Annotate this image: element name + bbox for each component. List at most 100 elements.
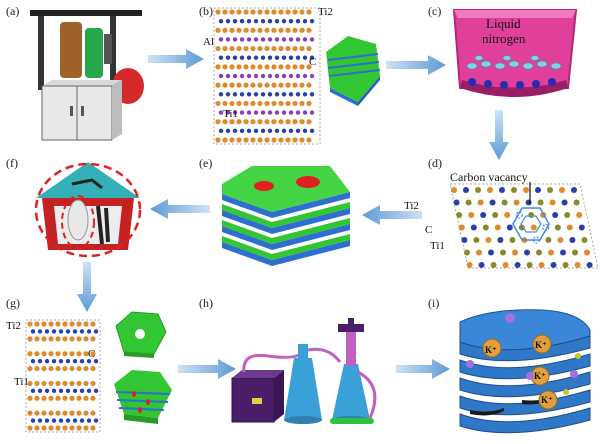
ti-atom (27, 365, 33, 372)
ti-atom (257, 64, 263, 70)
ti-atom (62, 395, 68, 401)
ti-atom (83, 410, 89, 416)
ti-atom (222, 9, 228, 15)
ti-atom (243, 82, 249, 88)
ti-atom (34, 321, 40, 327)
ti-atom (285, 100, 291, 107)
al-atom (281, 110, 287, 115)
al-atom (302, 73, 308, 79)
ti-atom (215, 64, 221, 70)
ti-atom (48, 395, 54, 401)
ti-atom (62, 351, 68, 357)
ti-atom (257, 100, 263, 107)
lattice-atom (535, 187, 541, 193)
lattice-atom (478, 262, 485, 268)
c-atom (51, 418, 57, 423)
hot-press-illustration (30, 10, 144, 141)
ti-atom (236, 45, 242, 52)
c-atom (37, 329, 43, 334)
c-atom (239, 55, 245, 60)
arrow-c-to-d (489, 110, 509, 160)
c-atom (281, 92, 287, 97)
al-atom (309, 73, 315, 79)
ti-atom (250, 45, 256, 52)
c-atom (79, 358, 85, 364)
ti-atom (243, 45, 249, 52)
layered-slab-b (326, 36, 381, 106)
label-liquid-nitrogen-1: Liquid (486, 16, 521, 31)
lattice-atom (514, 262, 521, 268)
c-atom (267, 55, 273, 60)
ti-atom (271, 119, 277, 125)
c-atom (288, 18, 294, 24)
ti-atom (257, 45, 263, 52)
ti-atom (264, 27, 270, 33)
c-atom (309, 55, 315, 60)
c-atom (309, 128, 315, 134)
lattice-atom (511, 187, 517, 193)
ti-atom (278, 100, 284, 107)
ti-atom (285, 137, 291, 143)
c-atom (51, 329, 57, 334)
lattice-atom (492, 212, 499, 218)
ti-atom (229, 137, 235, 143)
lattice-atom (470, 224, 477, 231)
ti-atom (62, 321, 68, 327)
lattice-atom (537, 199, 544, 206)
lattice-atom (559, 187, 565, 193)
ti-atom (257, 82, 263, 88)
ti-atom (69, 395, 75, 401)
ti-atom (299, 64, 305, 70)
lattice-atom (528, 212, 535, 218)
c-atom (239, 92, 245, 97)
label-k-ion-4: K⁺ (541, 395, 553, 405)
ti-atom (306, 100, 312, 107)
ti-atom (55, 365, 61, 372)
ti-atom (243, 119, 249, 125)
c-atom (281, 55, 287, 60)
lattice-atom (494, 224, 501, 231)
ti-atom (292, 137, 298, 143)
ti-atom (41, 380, 47, 387)
ti-atom (90, 425, 96, 431)
c-atom (274, 55, 280, 60)
c-atom (253, 55, 259, 60)
ti-atom (250, 100, 256, 107)
ti-atom (299, 119, 305, 125)
ti-atom (41, 351, 47, 357)
c-atom (218, 18, 224, 24)
arrow-b-to-c (386, 55, 446, 75)
ti-atom (278, 137, 284, 143)
c-atom (30, 329, 36, 334)
ti-atom (69, 380, 75, 387)
c-atom (274, 92, 280, 97)
ti-atom (215, 82, 221, 88)
perforated-sheet (115, 311, 167, 358)
c-atom (65, 418, 71, 423)
ti-atom (90, 351, 96, 357)
c-atom (246, 92, 252, 97)
c-atom (260, 55, 266, 60)
ti-atom (34, 336, 40, 342)
ti-atom (271, 45, 277, 52)
ti-atom (278, 45, 284, 52)
ti-atom (69, 365, 75, 372)
ti-atom (83, 395, 89, 401)
c-atom (267, 92, 273, 97)
label-ti1-g: Ti1 (14, 376, 29, 388)
lattice-carbon-vacancy (449, 182, 599, 269)
ti-atom (55, 410, 61, 416)
c-atom (58, 388, 64, 394)
ti-atom (41, 365, 47, 372)
c-atom (44, 418, 50, 423)
label-k-ion-1: K⁺ (485, 345, 497, 355)
ti-atom (285, 45, 291, 52)
panel-label-i: (i) (428, 296, 440, 310)
stacked-mxene-sheets (222, 166, 350, 266)
c-atom (281, 18, 287, 24)
ti-atom (264, 100, 270, 107)
ti-atom (229, 100, 235, 107)
panel-label-g: (g) (6, 296, 20, 310)
c-atom (93, 418, 99, 423)
